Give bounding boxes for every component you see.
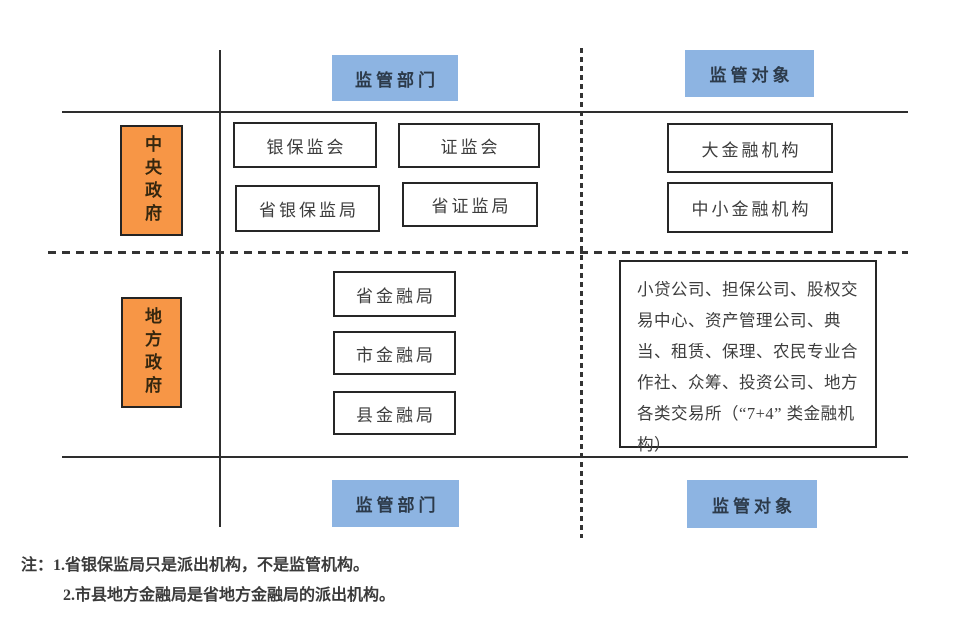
provincial-finance-bureau-box: 省金融局	[333, 271, 456, 317]
provincial-csrc-box: 省证监局	[402, 182, 538, 227]
top-horizontal-line	[62, 111, 908, 113]
bottom-horizontal-line	[62, 456, 908, 458]
header-object-top: 监管对象	[685, 50, 814, 97]
cbirc-box: 银保监会	[233, 122, 377, 168]
local-regulated-objects-box: 小贷公司、担保公司、股权交易中心、资产管理公司、典当、租赁、保理、农民专业合作社…	[619, 260, 877, 454]
small-medium-financial-institutions-box: 中小金融机构	[667, 182, 833, 233]
notes-label: 注：	[21, 557, 54, 574]
provincial-cbirc-box: 省银保监局	[235, 185, 380, 232]
header-regulator-top: 监管部门	[332, 55, 458, 101]
central-government-label: 中央政府	[120, 125, 183, 236]
note-item-2: 2.市县地方金融局是省地方金融局的派出机构。	[63, 587, 396, 604]
city-finance-bureau-box: 市金融局	[333, 331, 456, 375]
local-government-label: 地方政府	[121, 297, 182, 408]
header-object-bottom: 监管对象	[687, 480, 817, 528]
county-finance-bureau-box: 县金融局	[333, 391, 456, 435]
note-item-1: 1.省银保监局只是派出机构，不是监管机构。	[53, 557, 370, 574]
header-regulator-bottom: 监管部门	[332, 480, 459, 527]
middle-horizontal-dashed-line	[48, 251, 908, 254]
vertical-dashed-divider	[580, 48, 583, 538]
large-financial-institutions-box: 大金融机构	[667, 123, 833, 173]
vertical-solid-divider	[219, 50, 221, 527]
csrc-box: 证监会	[398, 123, 540, 168]
